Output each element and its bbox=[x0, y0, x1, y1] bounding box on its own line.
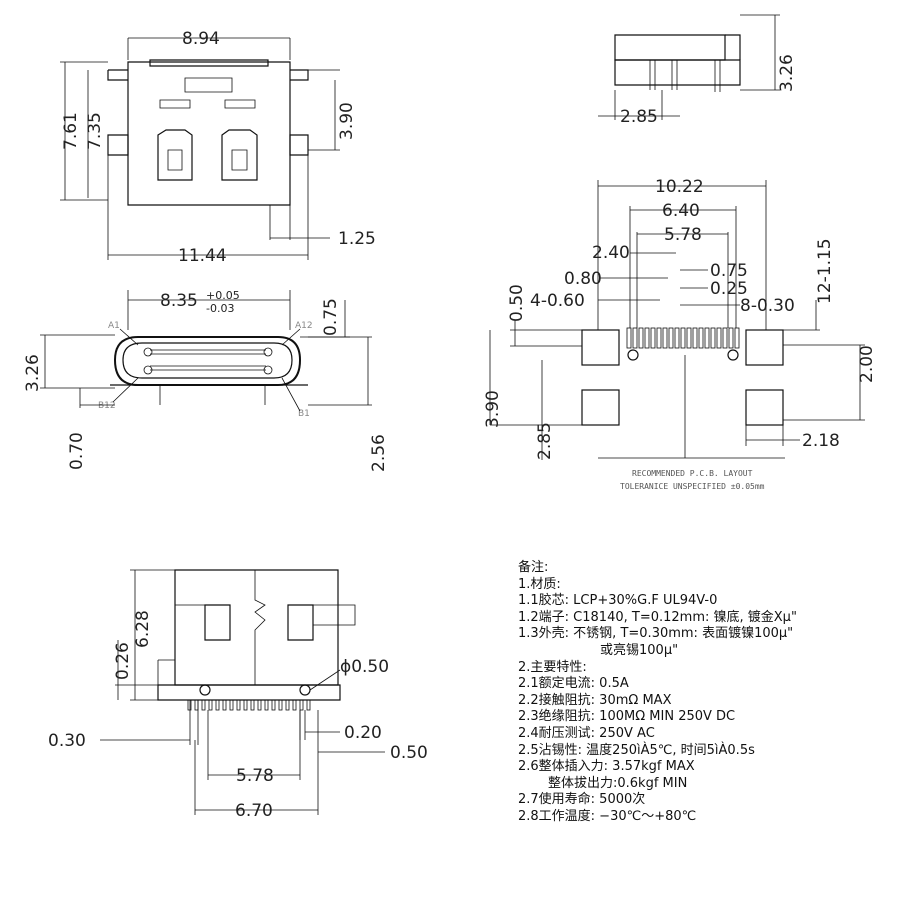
side-view: 3.26 2.85 bbox=[598, 14, 797, 127]
dim-5-78-bottom: 5.78 bbox=[236, 766, 274, 786]
notes-title: 备注: bbox=[518, 560, 549, 575]
dim-8-94: 8.94 bbox=[182, 29, 220, 49]
dim-12-115: 12-1.15 bbox=[815, 238, 835, 304]
dim-3-90: 3.90 bbox=[337, 102, 357, 140]
dim-0-50-bottom: 0.50 bbox=[390, 743, 428, 763]
dim-2-85-side: 2.85 bbox=[620, 107, 658, 127]
dim-phi-0-50: ϕ0.50 bbox=[340, 657, 389, 677]
dim-3-26-side: 3.26 bbox=[777, 54, 797, 92]
note-line: 2.主要特性: bbox=[518, 659, 587, 675]
note-line: 2.3绝缘阻抗: 100MΩ MIN 250V DC bbox=[518, 709, 736, 725]
note-line: 2.4耐压测试: 250V AC bbox=[518, 725, 655, 741]
pcb-caption-2: TOLERANICE UNSPECIFIED ±0.05mm bbox=[620, 482, 765, 491]
pin-b1-label: B1 bbox=[298, 409, 310, 419]
dim-11-44: 11.44 bbox=[178, 246, 227, 266]
dim-3-90-pcb: 3.90 bbox=[483, 390, 503, 428]
dim-0-80: 0.80 bbox=[564, 269, 602, 289]
note-line: 1.2端子: C18140, T=0.12mm: 镍底, 镀金Xμ" bbox=[518, 609, 797, 625]
front-view: A1 A12 B12 B1 8.35 +0.05 -0.03 0.75 3.26… bbox=[23, 289, 389, 472]
dim-1-25: 1.25 bbox=[338, 229, 376, 249]
dim-3-26-front: 3.26 bbox=[23, 354, 43, 392]
note-line: 2.2接触阻抗: 30mΩ MAX bbox=[518, 692, 672, 708]
dim-0-25: 0.25 bbox=[710, 279, 748, 299]
dim-0-26: 0.26 bbox=[113, 642, 133, 680]
dim-0-75-pcb: 0.75 bbox=[710, 261, 748, 281]
note-line: 2.6整体插入力: 3.57kgf MAX bbox=[518, 759, 695, 775]
dim-8-35: 8.35 bbox=[160, 291, 198, 311]
note-line: 2.8工作温度: −30℃～+80℃ bbox=[518, 808, 697, 824]
pin-a12-label: A12 bbox=[295, 321, 313, 331]
pin-b12-label: B12 bbox=[98, 401, 116, 411]
dim-2-00: 2.00 bbox=[857, 345, 877, 383]
dim-2-85-pcb: 2.85 bbox=[535, 422, 555, 460]
dim-6-70: 6.70 bbox=[235, 801, 273, 821]
dim-6-28: 6.28 bbox=[133, 610, 153, 648]
dim-7-61: 7.61 bbox=[61, 112, 81, 150]
dim-4-060: 4-0.60 bbox=[530, 291, 585, 311]
bottom-view: 6.28 0.26 ϕ0.50 0.30 0.20 0.50 5.78 6.70 bbox=[48, 569, 428, 821]
tol-minus: -0.03 bbox=[206, 302, 234, 315]
dim-2-56: 2.56 bbox=[369, 434, 389, 472]
dim-8-030: 8-0.30 bbox=[740, 296, 795, 316]
dim-2-18: 2.18 bbox=[802, 431, 840, 451]
pin-a1-label: A1 bbox=[108, 321, 120, 331]
dim-6-40: 6.40 bbox=[662, 201, 700, 221]
dim-5-78: 5.78 bbox=[664, 225, 702, 245]
note-line: 1.3外壳: 不锈钢, T=0.30mm: 表面镀镍100μ" bbox=[518, 626, 794, 642]
dim-0-30-bottom: 0.30 bbox=[48, 731, 86, 751]
pcb-caption-1: RECOMMENDED P.C.B. LAYOUT bbox=[632, 469, 753, 478]
note-line: 整体拔出力:0.6kgf MIN bbox=[548, 775, 688, 791]
note-line: 1.材质: bbox=[518, 576, 561, 592]
dim-10-22: 10.22 bbox=[655, 177, 704, 197]
dim-7-35: 7.35 bbox=[85, 112, 105, 150]
dim-0-50: 0.50 bbox=[507, 284, 527, 322]
dim-0-75: 0.75 bbox=[321, 298, 341, 336]
dim-2-40: 2.40 bbox=[592, 243, 630, 263]
note-line: 2.7使用寿命: 5000次 bbox=[518, 792, 646, 808]
dim-0-70: 0.70 bbox=[67, 432, 87, 470]
dim-0-20: 0.20 bbox=[344, 723, 382, 743]
note-line: 1.1胶芯: LCP+30%G.F UL94V-0 bbox=[518, 593, 718, 609]
note-line: 2.1额定电流: 0.5A bbox=[518, 676, 629, 692]
tol-plus: +0.05 bbox=[206, 289, 240, 302]
notes-block: 备注: 1.材质: 1.1胶芯: LCP+30%G.F UL94V-0 1.2端… bbox=[518, 560, 908, 826]
top-view: 8.94 7.61 7.35 3.90 1.25 11.44 bbox=[60, 29, 376, 266]
note-line: 或亮锡100μ" bbox=[600, 642, 679, 658]
pcb-layout: 10.22 6.40 5.78 2.40 0.80 4-0.60 0.75 0.… bbox=[483, 177, 877, 491]
note-line: 2.5沾锡性: 温度250ìÀ5℃, 时间5ìÀ0.5s bbox=[518, 742, 755, 758]
